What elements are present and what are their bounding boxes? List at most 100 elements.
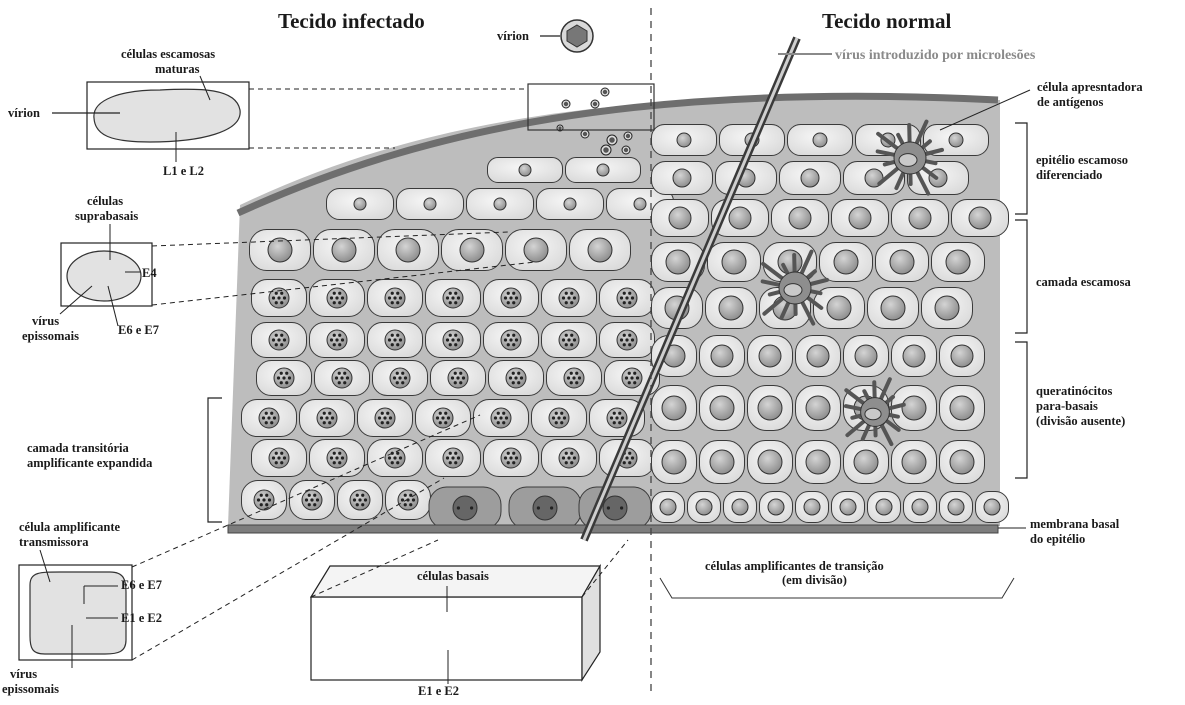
viral-episome bbox=[562, 296, 565, 299]
viral-episome bbox=[396, 334, 399, 337]
viral-episome bbox=[613, 421, 616, 424]
viral-episome bbox=[265, 503, 268, 506]
epithelial-cell bbox=[368, 323, 423, 358]
basal-membrane bbox=[228, 525, 998, 533]
viral-episome bbox=[441, 416, 444, 419]
cell-nucleus bbox=[778, 250, 802, 274]
viral-episome bbox=[623, 292, 626, 295]
viral-episome bbox=[557, 416, 560, 419]
viral-episome bbox=[391, 461, 394, 464]
viral-episome bbox=[283, 296, 286, 299]
label-suprabasal-1: células bbox=[87, 194, 123, 208]
viral-episome bbox=[509, 338, 512, 341]
viral-episome bbox=[333, 334, 336, 337]
cell-nucleus bbox=[719, 296, 743, 320]
viral-episome bbox=[537, 506, 540, 509]
epithelial-cell bbox=[257, 361, 312, 396]
cell-nucleus bbox=[840, 499, 856, 515]
viral-episome bbox=[356, 494, 359, 497]
viral-episome bbox=[338, 461, 341, 464]
epithelial-cell bbox=[748, 441, 793, 484]
viral-episome bbox=[277, 376, 280, 379]
viral-episome bbox=[623, 334, 626, 337]
viral-episome bbox=[623, 461, 626, 464]
viral-episome bbox=[393, 296, 396, 299]
viral-episome bbox=[520, 376, 523, 379]
label-suprabasal-2: suprabasais bbox=[75, 209, 138, 223]
dendritic-nucleus bbox=[865, 408, 881, 420]
label-membrane-1: membrana basal bbox=[1030, 517, 1120, 531]
epithelial-cell bbox=[940, 492, 973, 523]
viral-episome bbox=[338, 292, 341, 295]
viral-episome bbox=[391, 292, 394, 295]
epithelial-cell bbox=[250, 230, 311, 271]
viral-episome bbox=[393, 456, 396, 459]
epithelial-cell bbox=[904, 492, 937, 523]
viral-episome bbox=[502, 421, 505, 424]
viral-episome bbox=[353, 498, 356, 501]
epithelial-cell bbox=[373, 361, 428, 396]
viral-episome bbox=[563, 416, 566, 419]
viral-episome bbox=[381, 412, 384, 415]
virion-icon bbox=[561, 20, 593, 52]
viral-episome bbox=[283, 456, 286, 459]
viral-episome bbox=[341, 296, 344, 299]
viral-episome bbox=[333, 301, 336, 304]
viral-episome bbox=[623, 301, 626, 304]
viral-episome bbox=[399, 456, 402, 459]
epithelial-cell bbox=[474, 400, 529, 437]
epithelial-cell bbox=[700, 386, 745, 431]
viral-episome bbox=[444, 421, 447, 424]
label-episomal-1b: epissomais bbox=[22, 329, 79, 343]
viral-episome bbox=[512, 372, 515, 375]
viral-episome bbox=[457, 506, 460, 509]
viral-episome bbox=[517, 372, 520, 375]
epithelial-cell bbox=[760, 492, 793, 523]
viral-episome bbox=[628, 381, 631, 384]
cell-nucleus bbox=[711, 345, 733, 367]
epithelial-cell bbox=[442, 230, 503, 271]
epithelial-cell bbox=[338, 481, 383, 520]
epithelial-cell bbox=[314, 230, 375, 271]
viral-episome bbox=[381, 421, 384, 424]
epithelial-cell bbox=[290, 481, 335, 520]
viral-episome bbox=[497, 412, 500, 415]
cell-nucleus bbox=[950, 450, 974, 474]
viral-episome bbox=[308, 503, 311, 506]
epithelial-cell bbox=[600, 280, 655, 317]
viral-episome bbox=[277, 296, 280, 299]
viral-episome bbox=[358, 498, 361, 501]
viral-episome bbox=[305, 498, 308, 501]
viral-episome bbox=[260, 494, 263, 497]
epithelial-cell bbox=[652, 441, 697, 484]
viral-episome bbox=[404, 494, 407, 497]
viral-episome bbox=[401, 372, 404, 375]
viral-episome bbox=[565, 452, 568, 455]
viral-episome bbox=[396, 461, 399, 464]
viral-episome bbox=[343, 372, 346, 375]
viral-episome bbox=[560, 412, 563, 415]
epithelial-cell bbox=[652, 386, 697, 431]
viral-episome bbox=[451, 338, 454, 341]
viral-episome bbox=[273, 416, 276, 419]
viral-episome bbox=[325, 416, 328, 419]
virion-particle bbox=[601, 145, 611, 155]
viral-episome bbox=[265, 494, 268, 497]
cell-nucleus bbox=[660, 499, 676, 515]
viral-episome bbox=[618, 421, 621, 424]
viral-episome bbox=[409, 503, 412, 506]
cell-nucleus bbox=[909, 207, 931, 229]
bracket-transitory bbox=[208, 398, 222, 522]
viral-episome bbox=[280, 381, 283, 384]
viral-episome bbox=[625, 456, 628, 459]
viral-episome bbox=[550, 506, 553, 509]
epithelial-cell bbox=[310, 280, 365, 317]
viral-episome bbox=[280, 343, 283, 346]
viral-episome bbox=[570, 343, 573, 346]
epithelial-cell bbox=[832, 492, 865, 523]
virion-core bbox=[593, 102, 597, 106]
cell-nucleus bbox=[732, 499, 748, 515]
cell-nucleus bbox=[768, 499, 784, 515]
cell-nucleus bbox=[494, 198, 506, 210]
epithelial-cell bbox=[652, 200, 709, 237]
